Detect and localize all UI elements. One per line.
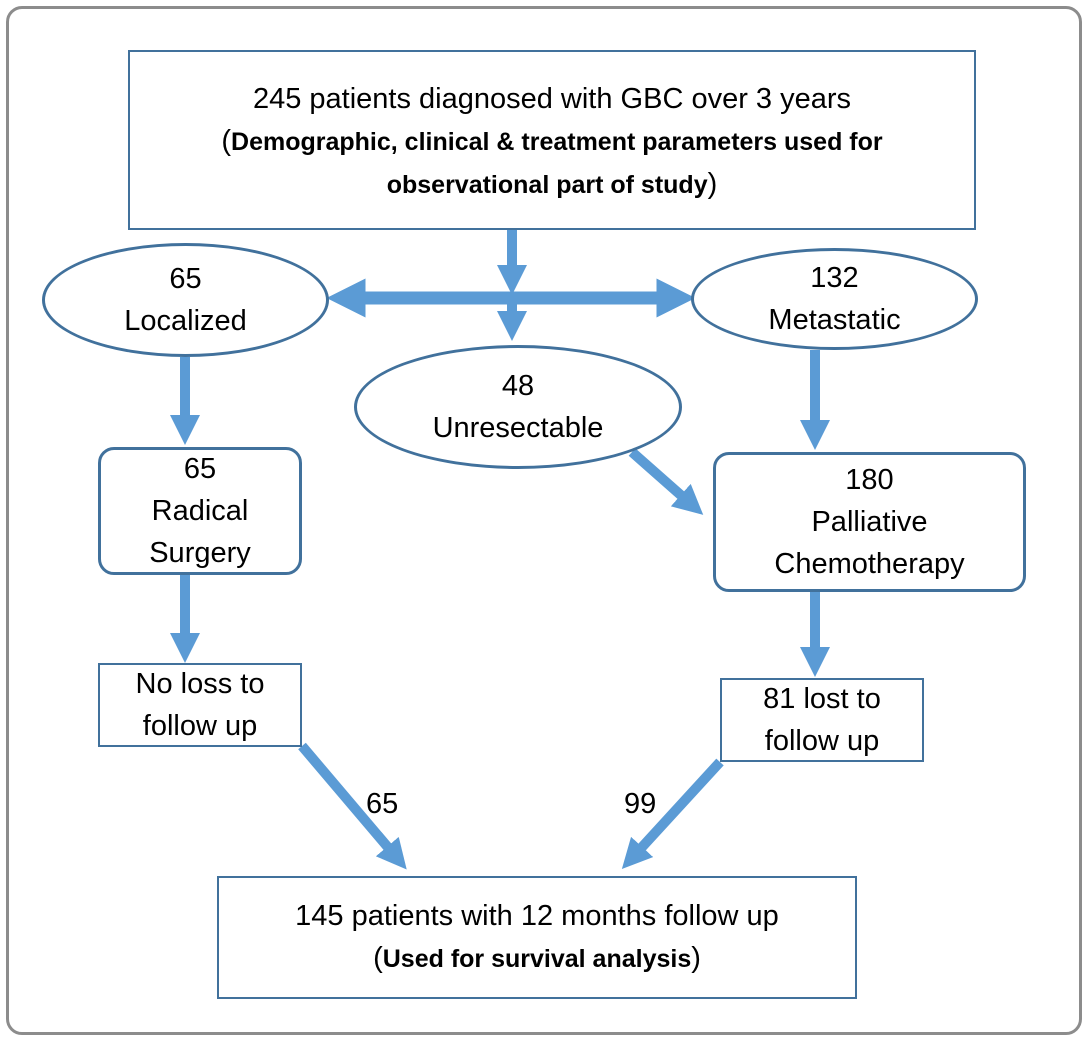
edge-label-surgery-followup: 65 [366,788,399,820]
palliative-chemo-label-1: Palliative [811,506,928,538]
total-patients-title: 245 patients diagnosed with GBC over 3 y… [252,83,852,115]
radical-surgery-node: 65 Radical Surgery [98,447,302,575]
unresectable-count: 48 [501,370,535,402]
metastatic-node: 132 Metastatic [691,248,978,350]
no-loss-line-2: follow up [142,710,258,742]
edge-label-chemo-followup: 99 [624,788,657,820]
lost-line-2: follow up [764,725,880,757]
arrow-unresectable-to-chemo [628,448,704,515]
no-loss-node: No loss to follow up [98,663,302,747]
localized-node: 65 Localized [42,243,329,357]
total-note-open-paren: ( [221,125,232,157]
followup-note-text: Used for survival analysis [382,945,692,973]
total-note-text-1: Demographic, clinical & treatment parame… [231,128,883,156]
followup-patients-title: 145 patients with 12 months follow up [295,900,779,932]
palliative-chemo-count: 180 [845,464,894,496]
followup-patients-note: (Used for survival analysis) [373,937,701,980]
total-patients-note-line2: observational part of study) [387,163,718,206]
arrow-no-loss-to-followup [298,742,407,870]
metastatic-label: Metastatic [768,304,901,336]
total-patients-note-line1: (Demographic, clinical & treatment param… [221,120,882,163]
lost-line-1: 81 lost to [763,683,881,715]
lost-to-followup-node: 81 lost to follow up [720,678,924,762]
localized-count: 65 [169,263,202,295]
total-note-close-paren: ) [707,168,718,200]
radical-surgery-count: 65 [183,453,217,485]
followup-note-close-paren: ) [691,942,701,974]
followup-patients-box: 145 patients with 12 months follow up (U… [217,876,857,999]
palliative-chemo-node: 180 Palliative Chemotherapy [713,452,1026,592]
unresectable-label: Unresectable [432,412,604,444]
no-loss-line-1: No loss to [135,668,265,700]
palliative-chemo-label-2: Chemotherapy [774,548,965,580]
total-patients-box: 245 patients diagnosed with GBC over 3 y… [128,50,976,230]
total-note-text-2: observational part of study [386,171,708,199]
arrow-lost-to-followup [621,758,724,870]
localized-label: Localized [124,305,247,337]
metastatic-count: 132 [810,262,859,294]
radical-surgery-label-2: Surgery [149,537,251,569]
radical-surgery-label-1: Radical [151,495,249,527]
followup-note-open-paren: ( [373,942,383,974]
unresectable-node: 48 Unresectable [354,345,682,469]
